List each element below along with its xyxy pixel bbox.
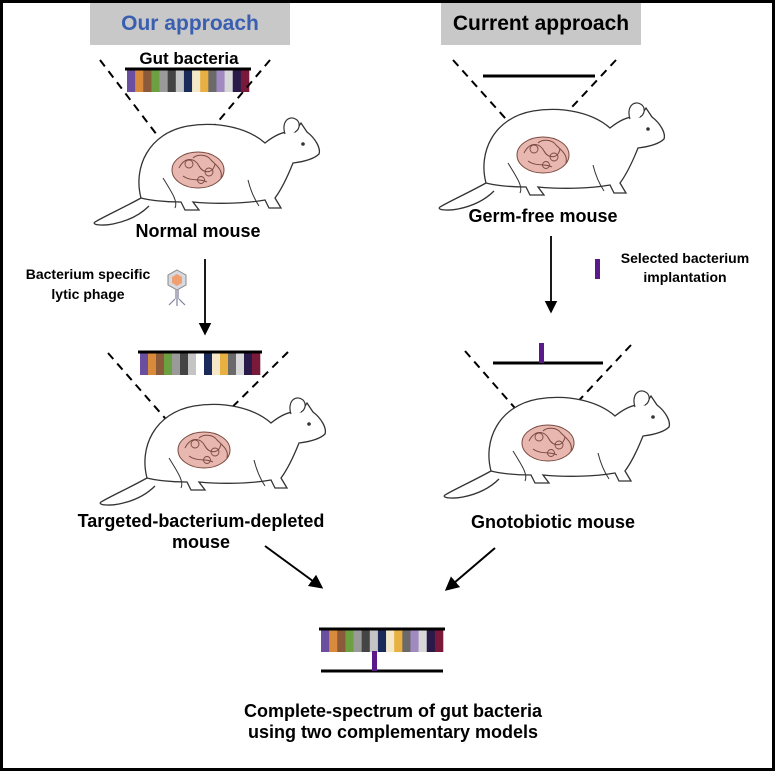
bacteria-strip (426, 630, 436, 652)
bacteria-strip (212, 353, 221, 375)
bacteria-strip (175, 70, 185, 92)
implant-label-line1: Selected bacterium (620, 250, 750, 266)
bacteria-strip (369, 630, 379, 652)
selected-bacterium-marker (539, 343, 544, 363)
header-our-approach: Our approach (90, 3, 290, 45)
bacteria-strip (151, 70, 160, 92)
depleted-mouse-illustration (99, 397, 327, 506)
gut-bacteria-label: Gut bacteria (139, 49, 239, 68)
bacteria-strip (244, 353, 253, 375)
bacteria-strip (156, 353, 165, 375)
diagram-canvas (93, 59, 671, 673)
bacteria-strip (394, 630, 403, 652)
bacteria-strip (208, 70, 217, 92)
phage-label-line1: Bacterium specific (25, 266, 151, 282)
bacteria-strip (321, 630, 330, 652)
bacteria-strip (345, 630, 354, 652)
bacteria-strip (418, 630, 428, 652)
bacteria-strip (159, 70, 168, 92)
gnotobiotic-mouse-label: Gnotobiotic mouse (471, 512, 635, 532)
bacteria-strip (402, 630, 411, 652)
bacteria-strip (329, 630, 338, 652)
bacteria-strip (164, 353, 173, 375)
bacteria-strip (172, 353, 181, 375)
bacteria-strip (180, 353, 189, 375)
bacteria-strip (192, 70, 201, 92)
zoom-line-right (552, 344, 632, 429)
phage-label-line2: lytic phage (51, 286, 125, 302)
bacteria-strip (220, 353, 229, 375)
bacteria-strip (361, 630, 371, 652)
bacteria-strip (200, 70, 209, 92)
depleted-mouse-label-line2: mouse (171, 532, 231, 552)
bacteria-strip (232, 70, 242, 92)
implant-label-line2: implantation (643, 269, 727, 285)
bacteria-strip (252, 353, 261, 375)
header-current-approach: Current approach (441, 3, 641, 45)
phage-icon (167, 269, 187, 306)
bacteria-strip (224, 70, 234, 92)
selected-bacterium-marker (372, 651, 377, 671)
germ-free-mouse-label: Germ-free mouse (468, 206, 618, 226)
arrow-diagonal-icon (264, 545, 324, 589)
bacteria-strip (143, 70, 152, 92)
normal-mouse-label: Normal mouse (135, 221, 261, 241)
bacteria-strip (240, 70, 250, 92)
bacteria-strip (167, 70, 177, 92)
bacteria-strip (236, 353, 245, 375)
complete-spectrum (319, 627, 445, 652)
gut-bacteria-spectrum (125, 67, 251, 92)
germ-free-mouse-illustration (438, 102, 666, 211)
bacteria-strip (216, 70, 225, 92)
selected-bacterium-marker (595, 259, 600, 279)
bacteria-strip (386, 630, 395, 652)
arrow-diagonal-icon (444, 547, 496, 591)
final-label-line1: Complete-spectrum of gut bacteria (243, 701, 543, 721)
bacteria-strip (337, 630, 346, 652)
bacteria-strip (183, 70, 193, 92)
depleted-spectrum (138, 350, 262, 375)
bacteria-strip (188, 353, 197, 375)
bacteria-strip (377, 630, 387, 652)
bacteria-strip (434, 630, 444, 652)
bacteria-strip (204, 353, 213, 375)
normal-mouse-illustration (93, 117, 321, 226)
bacteria-strip (353, 630, 362, 652)
final-label-line2: using two complementary models (247, 722, 539, 742)
zoom-line-left (464, 350, 529, 424)
gnotobiotic-mouse-illustration (443, 390, 671, 499)
bacteria-strip (410, 630, 419, 652)
bacteria-strip (127, 70, 136, 92)
depleted-mouse-label-line1: Targeted-bacterium-depleted (77, 511, 325, 531)
bacteria-strip (228, 353, 237, 375)
bacteria-strip (196, 353, 205, 375)
bacteria-strip (135, 70, 144, 92)
bacteria-strip (140, 353, 149, 375)
bacteria-strip (148, 353, 157, 375)
